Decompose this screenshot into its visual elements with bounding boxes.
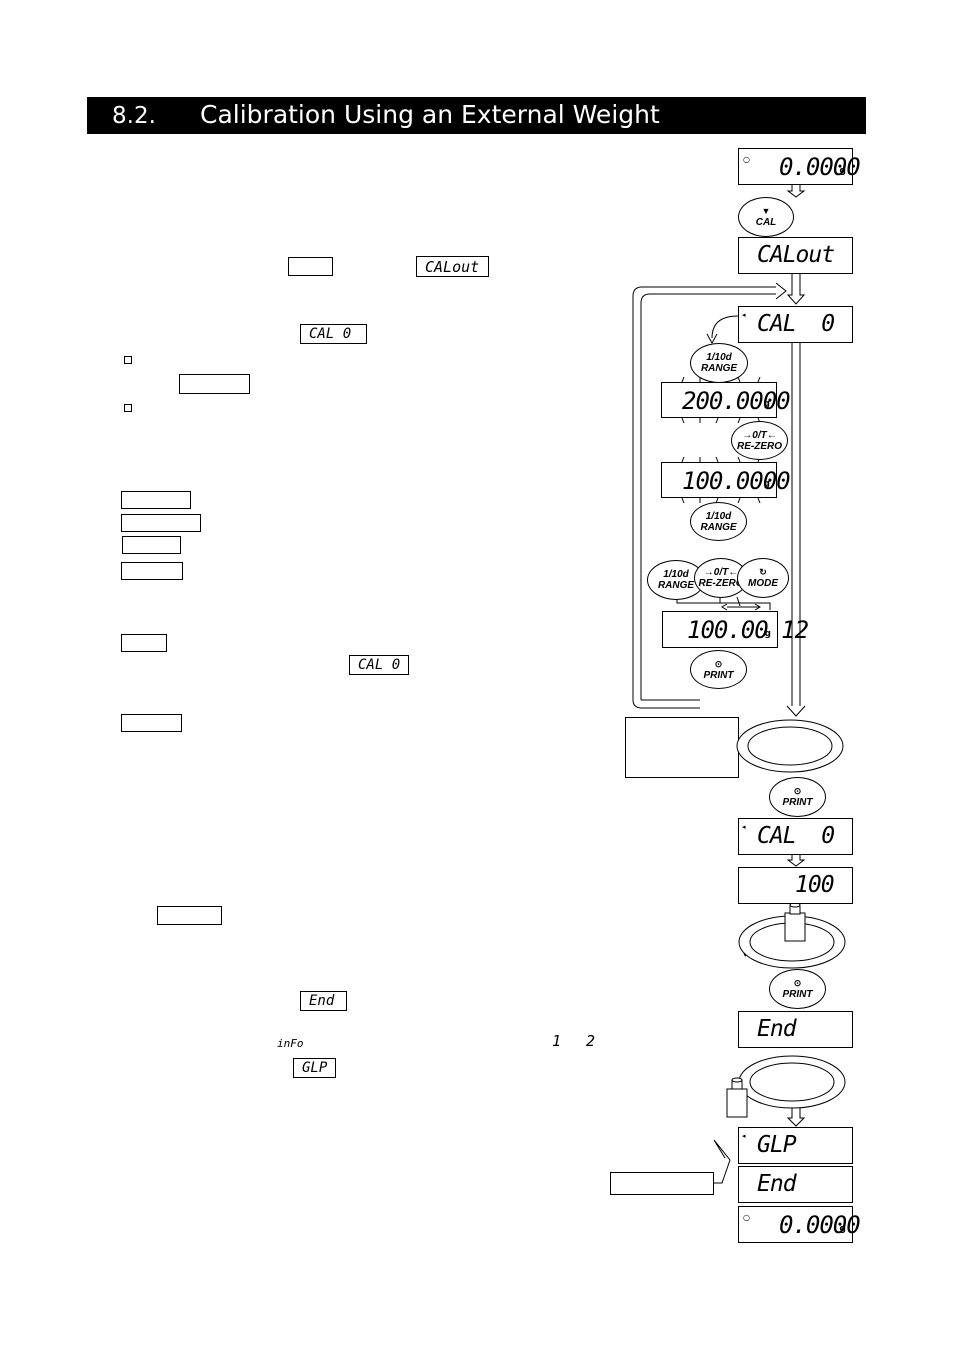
key-box	[179, 374, 250, 394]
section-number: 8.2.	[112, 103, 156, 129]
bullet	[124, 404, 132, 412]
display-100: 100.0000 g	[661, 462, 791, 498]
rezero-button[interactable]: →0/T← RE-ZERO	[731, 421, 788, 460]
print-button[interactable]: ⊙ PRINT	[769, 777, 826, 817]
display-end-2: End	[738, 1166, 853, 1203]
inline-display-cal0: CAL 0	[300, 324, 367, 344]
cal-button[interactable]: ▼ CAL	[738, 197, 794, 237]
range-button[interactable]: 1/10d RANGE	[690, 343, 748, 383]
inline-display-glp: GLP	[293, 1058, 336, 1078]
key-box	[122, 536, 181, 554]
key-box	[121, 634, 167, 652]
key-box	[157, 906, 222, 925]
inline-two: 2	[586, 1032, 596, 1050]
mode-cycle-icon: ↻	[759, 567, 767, 577]
display-200: 200.0000 g	[661, 382, 791, 418]
inline-info: inFo	[277, 1037, 304, 1050]
inline-display-end: End	[300, 991, 347, 1011]
print-button[interactable]: ⊙ PRINT	[769, 969, 826, 1009]
display-zero: ○ 0.0000 g	[738, 148, 861, 185]
note-box	[610, 1172, 714, 1195]
display-calout: CALout	[738, 237, 853, 274]
display-zero-final: ○ 0.0000 g	[738, 1206, 861, 1243]
key-box	[121, 514, 201, 532]
mode-button[interactable]: ↻ MODE	[737, 558, 789, 598]
key-box	[121, 491, 191, 509]
print-icon: ⊙	[714, 658, 723, 669]
key-box	[121, 562, 183, 580]
section-title: Calibration Using an External Weight	[200, 100, 660, 129]
bullet	[124, 356, 132, 364]
down-triangle-icon: ▼	[761, 206, 771, 216]
print-icon: ⊙	[793, 978, 802, 988]
key-box	[288, 257, 333, 276]
display-cal0-2: ◂ CAL 0	[738, 818, 853, 855]
note-box	[625, 717, 739, 778]
key-box	[121, 714, 182, 732]
print-button[interactable]: ⊙ PRINT	[690, 650, 747, 689]
display-digit-select: 100.00 12 g	[662, 611, 809, 648]
print-icon: ⊙	[793, 786, 802, 796]
inline-one: 1	[552, 1032, 562, 1050]
display-weight-value: 100	[738, 867, 853, 904]
display-cal0: ◂ CAL 0	[738, 306, 853, 343]
display-glp: ◂ GLP	[738, 1127, 853, 1164]
display-end: End	[738, 1011, 853, 1048]
inline-display-calout: CALout	[416, 256, 489, 277]
range-button[interactable]: 1/10d RANGE	[690, 502, 747, 541]
inline-display-cal0: CAL 0	[349, 655, 409, 675]
section-header-bar	[87, 97, 866, 134]
